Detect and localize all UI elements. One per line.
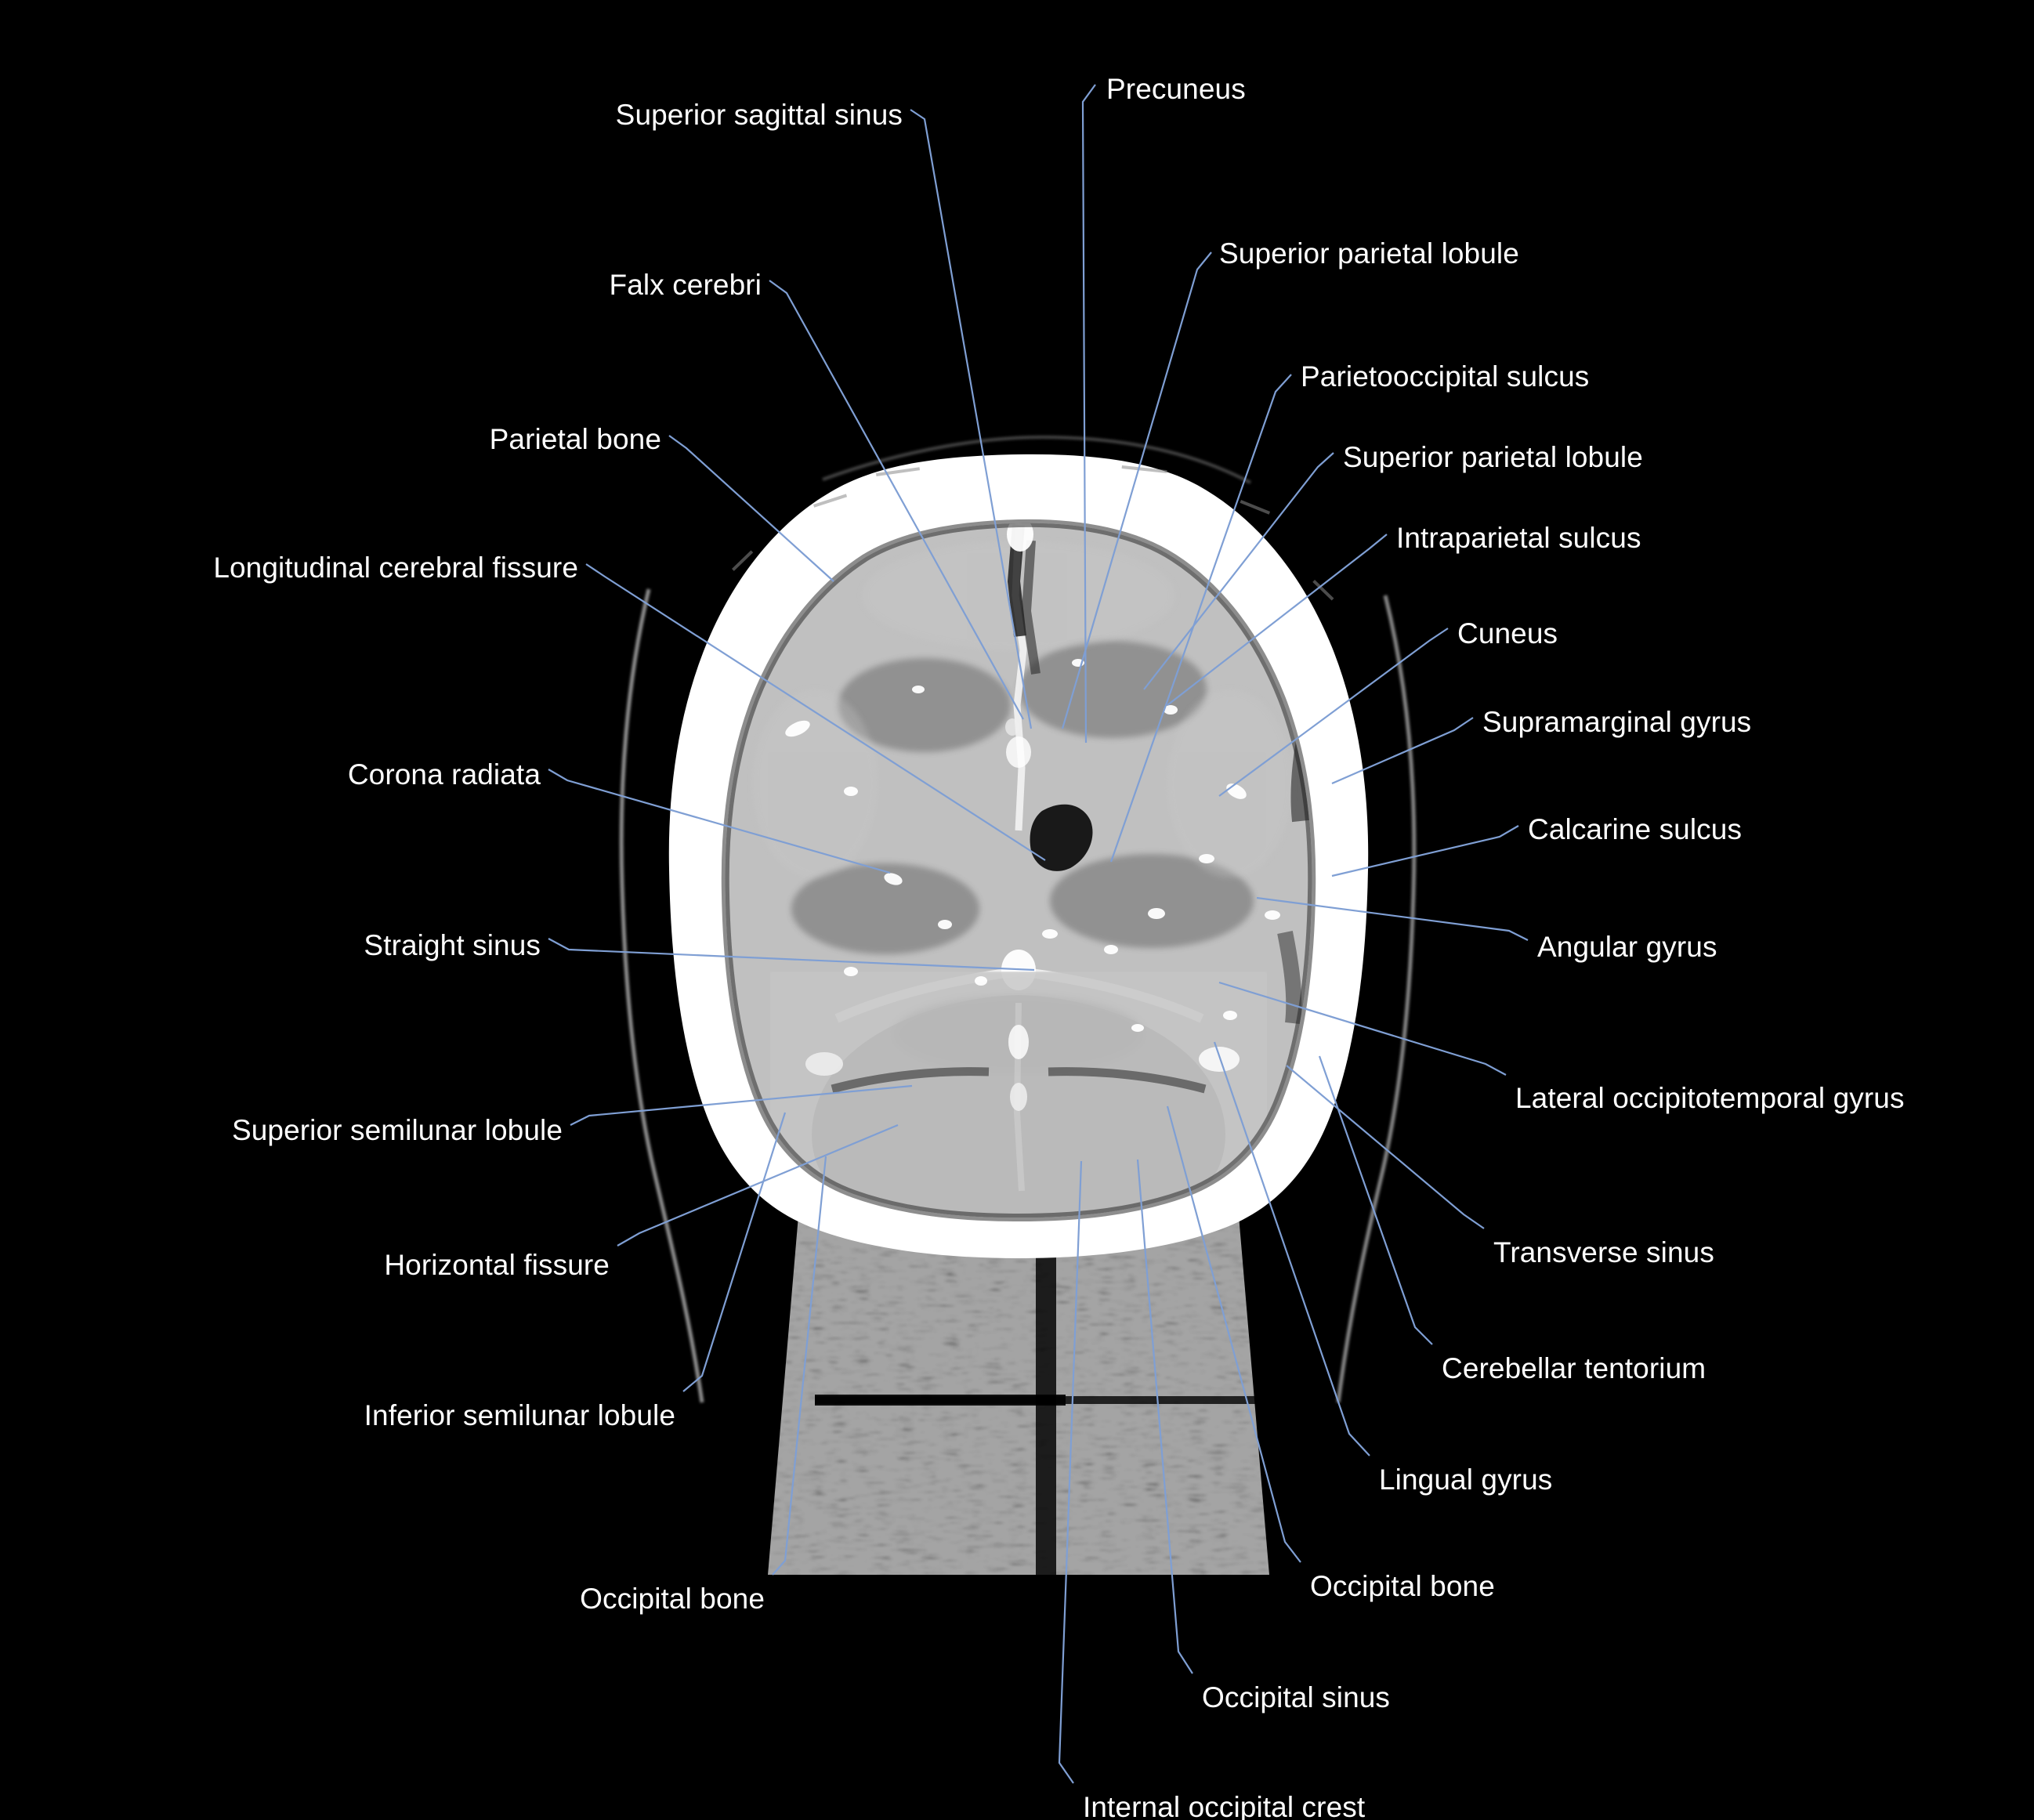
annotation-label-superior-semilunar-lobule[interactable]: Superior semilunar lobule [231,1114,563,1146]
annotation-label-intraparietal-sulcus[interactable]: Intraparietal sulcus [1396,522,1641,554]
annotation-label-transverse-sinus[interactable]: Transverse sinus [1493,1236,1714,1268]
annotation-label-inferior-semilunar-lobule[interactable]: Inferior semilunar lobule [364,1399,675,1431]
annotation-label-internal-occipital-crest[interactable]: Internal occipital crest [1083,1791,1366,1820]
transverse-sinus-structure [1199,1047,1240,1072]
annotation-label-corona-radiata[interactable]: Corona radiata [347,758,541,791]
annotation-label-falx-cerebri[interactable]: Falx cerebri [609,269,762,301]
cerebellar-tentorium-right [1018,967,1204,1023]
annotation-label-horizontal-fissure[interactable]: Horizontal fissure [384,1249,610,1281]
annotation-label-precuneus[interactable]: Precuneus [1106,73,1246,105]
annotation-label-cuneus[interactable]: Cuneus [1457,617,1558,649]
annotation-label-occipital-bone-left[interactable]: Occipital bone [580,1583,765,1615]
annotation-label-occipital-sinus[interactable]: Occipital sinus [1202,1681,1391,1713]
cerebellar-tentorium-left [834,967,1019,1023]
annotation-label-longitudinal-cerebral-fissure[interactable]: Longitudinal cerebral fissure [213,552,578,584]
annotation-label-lateral-occipitotemporal-gyrus[interactable]: Lateral occipitotemporal gyrus [1515,1082,1905,1114]
annotation-label-angular-gyrus[interactable]: Angular gyrus [1537,931,1717,963]
annotation-label-calcarine-sulcus[interactable]: Calcarine sulcus [1528,813,1743,845]
annotation-label-superior-sagittal-sinus[interactable]: Superior sagittal sinus [615,99,903,131]
annotation-label-superior-parietal-lobule-2[interactable]: Superior parietal lobule [1343,441,1643,473]
horizontal-fissure-structure [831,1067,990,1094]
annotation-label-cerebellar-tentorium[interactable]: Cerebellar tentorium [1442,1352,1706,1384]
annotation-label-supramarginal-gyrus[interactable]: Supramarginal gyrus [1482,706,1752,738]
annotation-label-occipital-bone-right[interactable]: Occipital bone [1310,1570,1495,1602]
annotation-label-lingual-gyrus[interactable]: Lingual gyrus [1379,1464,1553,1496]
annotation-label-superior-parietal-lobule-1[interactable]: Superior parietal lobule [1219,237,1519,270]
annotation-label-parietooccipital-sulcus[interactable]: Parietooccipital sulcus [1301,360,1590,393]
annotation-label-straight-sinus[interactable]: Straight sinus [364,929,541,961]
straight-sinus-structure [1001,950,1036,990]
annotation-label-parietal-bone[interactable]: Parietal bone [489,423,661,455]
